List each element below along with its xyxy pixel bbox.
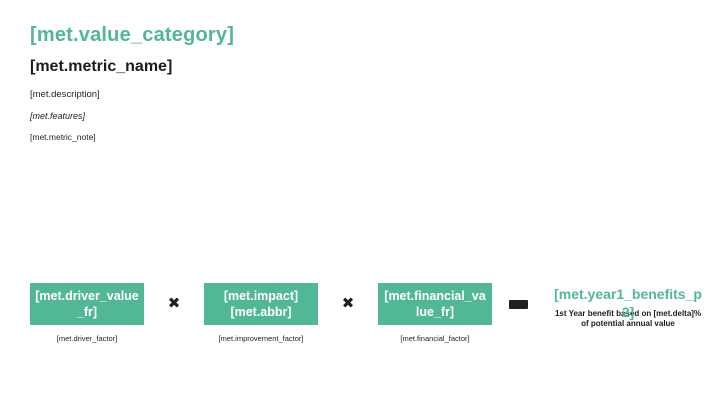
driver-factor-caption: [met.driver_factor]	[56, 334, 118, 343]
metric-description-text: [met.description]	[30, 89, 100, 101]
driver-value-term: [met.driver_value_fr] [met.driver_factor…	[30, 283, 144, 343]
impact-term: [met.impact] [met.abbr] [met.improvement…	[204, 283, 318, 343]
financial-value-box: [met.financial_value_fr]	[378, 283, 492, 325]
multiply-icon: ✖	[167, 295, 181, 312]
year1-benefit-label: [met.year1_benefits_p2]	[554, 286, 702, 320]
metric-features-text: [met.features]	[30, 111, 86, 122]
value-category-heading: [met.value_category]	[30, 24, 235, 46]
impact-box: [met.impact] [met.abbr]	[204, 283, 318, 325]
equals-icon	[492, 300, 544, 309]
financial-factor-caption: [met.financial_factor]	[400, 334, 470, 343]
financial-value-term: [met.financial_value_fr] [met.financial_…	[378, 283, 492, 343]
metric-name-heading: [met.metric_name]	[30, 58, 173, 75]
metric-note-text: [met.metric_note]	[30, 132, 96, 143]
year1-benefit-result: [met.year1_benefits_p2] 1st Year benefit…	[552, 286, 704, 330]
multiply-icon: ✖	[341, 295, 355, 312]
benefit-formula-row: [met.driver_value_fr] [met.driver_factor…	[30, 283, 702, 343]
driver-value-box: [met.driver_value_fr]	[30, 283, 144, 325]
improvement-factor-caption: [met.improvement_factor]	[218, 334, 304, 343]
year1-benefit-note: 1st Year benefit based on [met.delta]% o…	[554, 309, 702, 329]
metric-header-block: [met.value_category] [met.metric_name] […	[30, 24, 650, 142]
